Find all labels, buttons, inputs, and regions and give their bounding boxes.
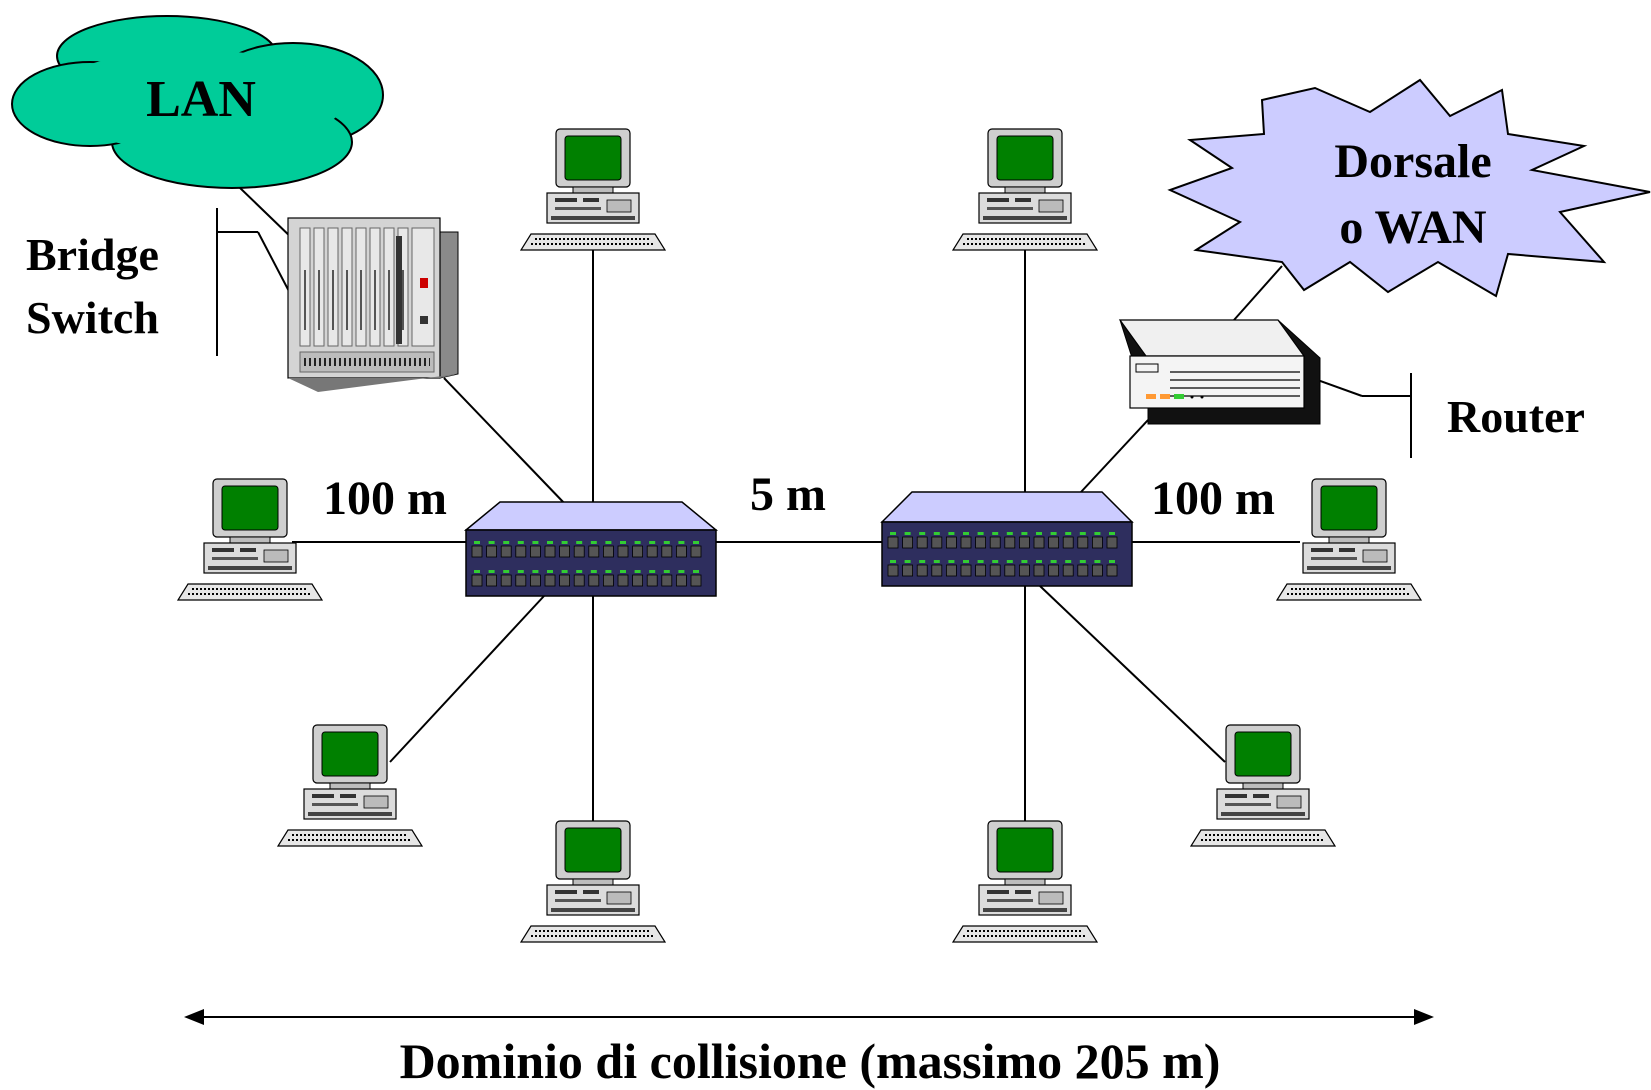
- left-hub: [463, 501, 719, 597]
- distance-left-label: 100 m: [323, 472, 447, 525]
- workstation-left-bottom: [520, 820, 666, 943]
- right-hub: [880, 491, 1134, 587]
- wan-label-line1: Dorsale: [1334, 135, 1491, 188]
- bridge-label: Bridge: [26, 229, 159, 280]
- workstation-left-top: [520, 128, 666, 251]
- distance-center-label: 5 m: [750, 468, 826, 521]
- workstation-right-side: [1276, 478, 1422, 601]
- workstation-right-bottom: [952, 820, 1098, 943]
- connections: [216, 185, 1412, 832]
- router: Router: [1118, 319, 1585, 442]
- router-label: Router: [1447, 391, 1585, 442]
- lan-cloud: LAN: [11, 15, 384, 189]
- wan-label-line2: o WAN: [1339, 201, 1486, 254]
- workstation-right-top: [952, 128, 1098, 251]
- bridge-switch-rack: Bridge Switch: [26, 217, 459, 392]
- switch-label: Switch: [26, 292, 159, 343]
- workstation-left-side: [177, 478, 323, 601]
- distance-right-label: 100 m: [1151, 472, 1275, 525]
- collision-domain-arrow: [184, 1009, 1434, 1025]
- workstation-right-lower-diag: [1190, 724, 1336, 847]
- workstation-left-lower-diag: [277, 724, 423, 847]
- lan-label: LAN: [146, 71, 256, 128]
- collision-domain-label: Dominio di collisione (massimo 205 m): [400, 1033, 1221, 1089]
- wan-starburst: Dorsale o WAN: [1167, 78, 1651, 298]
